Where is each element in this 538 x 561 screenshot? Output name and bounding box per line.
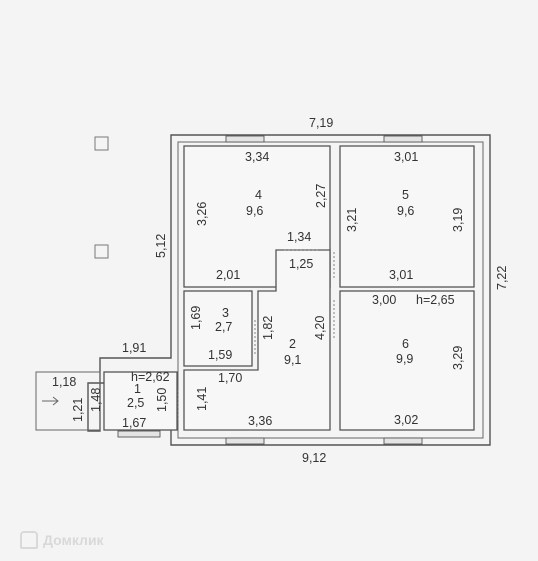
marker-square-2 (94, 244, 109, 259)
domclick-watermark: Домклик (20, 531, 104, 549)
room-1-dim-outer: 1,41 (195, 387, 209, 411)
room-4-dim-bottom: 2,01 (216, 268, 240, 282)
outer-wall-inner-line (177, 141, 484, 439)
room-5-dim-right: 3,19 (451, 208, 465, 232)
room-4-number: 4 (255, 188, 262, 202)
room-6-area: 9,9 (396, 352, 413, 366)
dim-overall-bottom: 9,12 (302, 451, 326, 465)
room-6-dim-right: 3,29 (451, 346, 465, 370)
room-2-shape (183, 249, 331, 431)
dim-overall-right: 7,22 (495, 266, 509, 290)
dim-porch-top: 1,91 (122, 341, 146, 355)
window-room-6 (383, 437, 423, 445)
room-5-dim-bottom: 3,01 (389, 268, 413, 282)
room-3-shape (183, 290, 253, 367)
room-6-dim-bottom: 3,02 (394, 413, 418, 427)
outer-wall (87, 134, 491, 446)
room-1-area: 2,5 (127, 396, 144, 410)
room-3-area: 2,7 (215, 320, 232, 334)
room-2-dim-left: 1,82 (261, 316, 275, 340)
room-4-dim-left: 3,26 (195, 202, 209, 226)
room-2-dim-bottom: 3,36 (248, 414, 272, 428)
room-1-number: 1 (134, 382, 141, 396)
room-6-shape (339, 290, 475, 431)
porch (35, 371, 101, 431)
room-2-dim-upper: 1,25 (289, 257, 313, 271)
window-room-5 (383, 135, 423, 143)
dim-overall-left: 5,12 (154, 234, 168, 258)
window-room-2 (225, 437, 265, 445)
window-room-1 (117, 430, 161, 438)
window-room-4 (225, 135, 265, 143)
porch-dim-side: 1,21 (71, 398, 85, 422)
house-icon (20, 531, 38, 549)
dim-overall-top: 7,19 (309, 116, 333, 130)
room-4-dim-top: 3,34 (245, 150, 269, 164)
room-6-height: h=2,65 (416, 293, 455, 307)
room-5-dim-top: 3,01 (394, 150, 418, 164)
room-2-dim-right: 4,20 (313, 316, 327, 340)
room-2-area: 9,1 (284, 353, 301, 367)
room-5-shape (339, 145, 475, 288)
watermark-text: Домклик (43, 532, 104, 548)
room-5-number: 5 (402, 188, 409, 202)
marker-square-1 (94, 136, 109, 151)
porch-dim-top: 1,18 (52, 375, 76, 389)
entry-arrow-head (52, 396, 59, 406)
room-6-number: 6 (402, 337, 409, 351)
room-4-dim-right: 2,27 (314, 184, 328, 208)
room-3-dim-bottom: 1,59 (208, 348, 232, 362)
room-2-number: 2 (289, 337, 296, 351)
room-6-dim-top: 3,00 (372, 293, 396, 307)
room-5-dim-left: 3,21 (345, 208, 359, 232)
room-5-area: 9,6 (397, 204, 414, 218)
room-2-dim-top: 1,34 (287, 230, 311, 244)
room-2-dim-mid: 1,70 (218, 371, 242, 385)
room-1-dim-right: 1,50 (155, 388, 169, 412)
room-1-height: h=2,62 (131, 370, 170, 384)
room-1-dim-bottom: 1,67 (122, 416, 146, 430)
room-3-number: 3 (222, 306, 229, 320)
room-1-shape (103, 371, 178, 431)
room-1-dim-left: 1,48 (89, 388, 103, 412)
room-4-area: 9,6 (246, 204, 263, 218)
room-3-dim-left: 1,69 (189, 306, 203, 330)
